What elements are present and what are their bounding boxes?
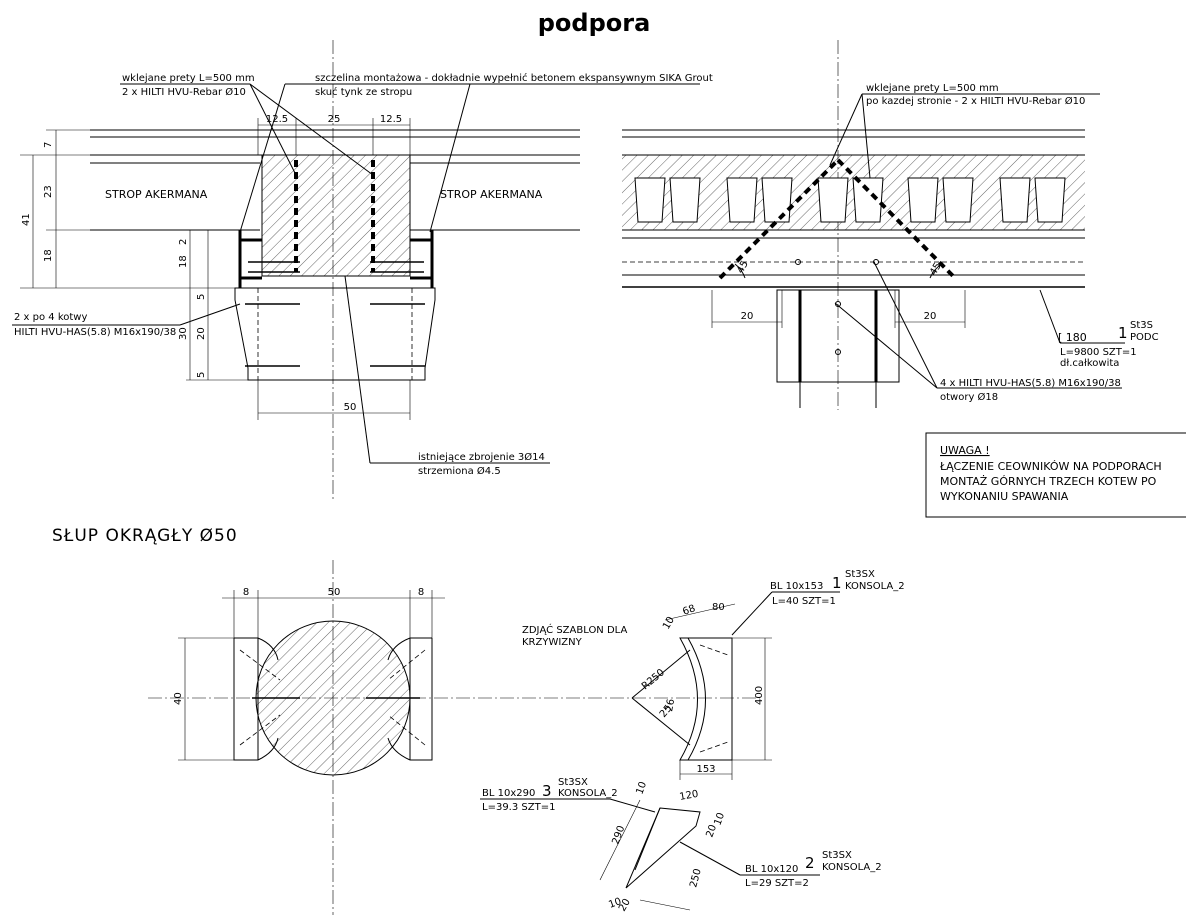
column-plan: SŁUP OKRĄGŁY Ø50 8 50 8 40	[52, 526, 760, 915]
dim-41: 41	[21, 213, 32, 226]
stirrups-label: strzemiona Ø4.5	[418, 465, 501, 477]
inclined-rebar-left	[718, 158, 840, 280]
note-line-1: ŁĄCZENIE CEOWNIKÓW NA PODPORACH	[939, 460, 1162, 473]
column-below-right	[776, 289, 900, 383]
rebar-spec-label: 2 x HILTI HVU-Rebar Ø10	[122, 86, 246, 98]
plate-3-pos: 3	[542, 782, 552, 800]
dim-7: 7	[43, 142, 54, 148]
plate-1-name: BL 10x153	[770, 581, 823, 592]
channel-label: [ 180	[1058, 331, 1087, 344]
dim-10b-plate3: 10	[712, 811, 727, 827]
dim-5b: 5	[196, 372, 207, 378]
dim-50-plan: 50	[328, 587, 341, 598]
plate-2-part: KONSOLA_2	[822, 862, 882, 873]
plate-1-pos: 1	[832, 574, 842, 592]
dim-120: 120	[679, 789, 700, 803]
dim-50: 50	[344, 402, 357, 413]
dim-2: 2	[178, 239, 189, 245]
dim-26: 26	[664, 698, 677, 712]
dim-12-5-right: 12.5	[380, 114, 402, 125]
right-rebar-spec: po kazdej stronie - 2 x HILTI HVU-Rebar …	[866, 95, 1085, 107]
gap-note: szczelina montażowa - dokładnie wypełnić…	[315, 72, 713, 84]
channel-length: L=9800 SZT=1	[1060, 347, 1137, 358]
anchors-label-1: 2 x po 4 kotwy	[14, 312, 87, 323]
channel-note: dł.całkowita	[1060, 358, 1119, 369]
channel-material: St3S	[1130, 320, 1153, 331]
dim-68: 68	[681, 603, 697, 618]
plate-3	[625, 807, 701, 889]
dim-5a: 5	[196, 294, 207, 300]
anchors-label-2: HILTI HVU-HAS(5.8) M16x190/38	[14, 327, 176, 338]
dim-153: 153	[696, 764, 715, 775]
template-note-2: KRZYWIZNY	[522, 637, 583, 648]
dim-40: 40	[173, 692, 184, 705]
dim-10-plate3: 10	[634, 780, 649, 796]
note-box: UWAGA ! ŁĄCZENIE CEOWNIKÓW NA PODPORACH …	[925, 432, 1186, 518]
plate-3-detail: BL 10x290 3 St3SX KONSOLA_2 L=39.3 SZT=1…	[480, 777, 727, 914]
plate-2-material: St3SX	[822, 850, 852, 861]
dim-80: 80	[712, 602, 725, 613]
dim-8-left: 8	[243, 587, 249, 598]
dim-18b: 18	[178, 255, 189, 268]
dim-290: 290	[610, 824, 627, 846]
plate-1-material: St3SX	[845, 569, 875, 580]
existing-rebar-label: istniejące zbrojenie 3Ø14	[418, 451, 545, 463]
dim-20-plate3: 20	[704, 823, 719, 839]
dim-400: 400	[754, 686, 765, 705]
slab-left-label: STROP AKERMANA	[105, 188, 208, 201]
plate-1-qty: L=40 SZT=1	[772, 596, 836, 607]
plate-3-qty: L=39.3 SZT=1	[482, 802, 555, 813]
template-note-1: ZDJĄĆ SZABLON DLA	[522, 623, 627, 636]
channel-pos: 1	[1118, 324, 1128, 342]
dim-250: 250	[688, 867, 704, 888]
dim-10c-plate3: 10	[607, 896, 623, 911]
left-section: STROP AKERMANA STROP AKERMANA 12.5 25 12…	[12, 40, 713, 500]
note-line-3: WYKONANIU SPAWANIA	[940, 490, 1069, 503]
channel-part: PODC	[1130, 332, 1159, 343]
plate-3-name: BL 10x290	[482, 788, 535, 799]
right-holes-label: otwory Ø18	[940, 391, 998, 403]
ceramic-blocks	[634, 177, 1066, 223]
plate-3-part: KONSOLA_2	[558, 788, 618, 799]
column-below	[234, 287, 436, 381]
channel-left	[238, 230, 262, 288]
plate-2-qty: L=29 SZT=2	[745, 878, 809, 889]
dim-30: 30	[178, 327, 189, 340]
rebar-label: wklejane prety L=500 mm	[122, 73, 255, 84]
dim-20: 20	[196, 327, 207, 340]
dim-25: 25	[328, 114, 341, 125]
plate-1-part: KONSOLA_2	[845, 581, 905, 592]
right-section: 45 45 20 20 wklejane prety L=500 mm po k…	[622, 40, 1159, 410]
drawing-title: podpora	[538, 9, 651, 37]
note-line-2: MONTAŻ GÓRNYCH TRZECH KOTEW PO	[940, 475, 1157, 488]
inclined-rebar-right	[836, 158, 957, 280]
beam-hatch	[262, 155, 410, 276]
plate-1	[679, 637, 733, 761]
plate-2-pos: 2	[805, 854, 815, 872]
channel-right	[410, 230, 434, 288]
note-title: UWAGA !	[940, 444, 990, 457]
dim-20-right: 20	[924, 311, 937, 322]
right-anchors-label: 4 x HILTI HVU-HAS(5.8) M16x190/38	[940, 378, 1121, 389]
dim-8-right: 8	[418, 587, 424, 598]
plate-3-material: St3SX	[558, 777, 588, 788]
radius-250: R250	[640, 667, 667, 692]
plate-2-detail: 250 BL 10x120 2 St3SX KONSOLA_2 L=29 SZT…	[679, 841, 882, 889]
dim-18: 18	[43, 249, 54, 262]
column-title: SŁUP OKRĄGŁY Ø50	[52, 526, 238, 546]
plate-2-name: BL 10x120	[745, 864, 798, 875]
right-rebar-label: wklejane prety L=500 mm	[866, 83, 999, 94]
dim-10-plate1: 10	[661, 615, 677, 632]
plaster-note: skuć tynk ze stropu	[315, 86, 412, 98]
plate-1-detail: ZDJĄĆ SZABLON DLA KRZYWIZNY R250 26 25 1…	[522, 569, 905, 780]
dim-20-left: 20	[741, 311, 754, 322]
dim-23: 23	[43, 185, 54, 198]
dim-12-5-left: 12.5	[266, 114, 288, 125]
slab-right-label: STROP AKERMANA	[440, 188, 543, 201]
